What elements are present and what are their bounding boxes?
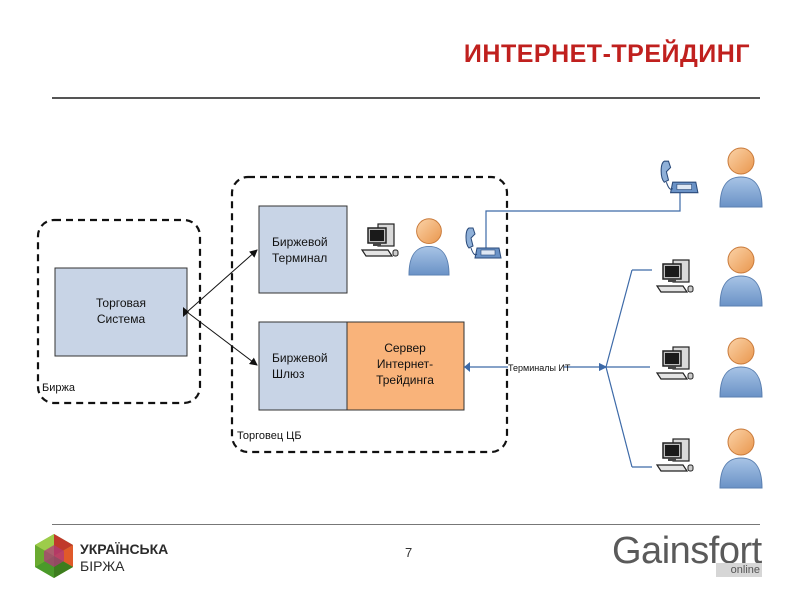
computer-icon [656,346,694,380]
branch-bottom [605,366,633,468]
branch-top [605,269,633,368]
gainsfort-logo-sub: online [716,563,762,577]
computer-icon [656,438,694,472]
server-line3: Трейдинга [376,373,434,387]
exchange-gateway-line2: Шлюз [272,367,305,381]
dealer-region [230,175,509,454]
phone-icon [660,160,699,194]
computer-icon [656,259,694,293]
slide-title: ИНТЕРНЕТ-ТРЕЙДИНГ [463,40,750,68]
server-line1: Сервер [384,341,426,355]
page-number: 7 [405,545,413,560]
person-icon [719,246,763,307]
exchange-gateway-box [258,321,348,411]
exchange-gateway-line1: Биржевой [272,351,328,365]
connector-to-gateway [186,311,258,366]
server-box [346,321,465,411]
top-divider [52,97,760,99]
person-icon [719,147,763,208]
exchange-terminal-line1: Биржевой [272,235,328,249]
computer-icon [361,223,399,257]
bottom-divider [52,524,760,525]
trading-system-line1: Торговая [96,296,146,310]
phone-link [485,186,681,248]
person-icon [719,428,763,489]
exchange-terminal-box [258,205,348,294]
person-icon [408,218,450,276]
logo-text-line2: БІРЖА [80,558,125,574]
trading-system-box [54,267,188,357]
terminals-label: Терминалы ИТ [508,363,571,373]
exchange-region [36,218,202,405]
connector-to-terminal [186,249,258,313]
dealer-region-label: Торговец ЦБ [237,430,302,442]
person-icon [719,337,763,398]
trading-system-line2: Система [97,312,146,326]
ukrainian-exchange-logo [35,534,73,578]
exchange-terminal-line2: Терминал [272,251,327,265]
server-line2: Интернет- [377,357,433,371]
phone-icon [465,227,502,259]
logo-text-line1: УКРАЇНСЬКА [80,541,169,557]
exchange-region-label: Биржа [42,382,76,394]
